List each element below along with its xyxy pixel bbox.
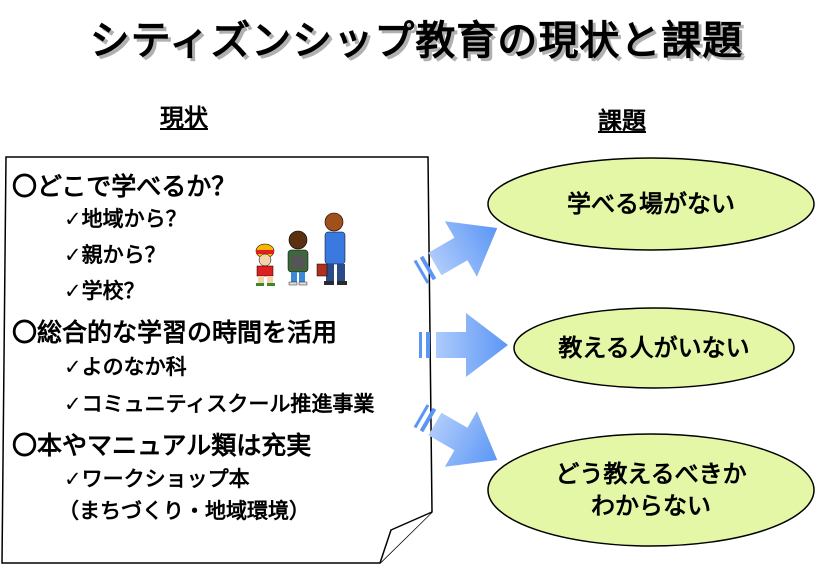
current-item-label: 〇総合的な学習の時間を活用 bbox=[12, 318, 338, 347]
current-subitem: ✓地域から？ bbox=[64, 207, 187, 231]
issue-line: 学べる場がない bbox=[567, 190, 735, 218]
issue-line: 教える人がいない bbox=[558, 334, 750, 362]
issue-oval-2 bbox=[513, 307, 795, 389]
current-subitem: ✓よのなか科 bbox=[64, 355, 187, 379]
children-illustration bbox=[255, 212, 347, 286]
heading-issues: 課題 bbox=[598, 107, 646, 135]
arrow-to-issue-2 bbox=[419, 313, 508, 377]
arrow-to-issue-3 bbox=[413, 404, 498, 467]
current-item-label: 〇どこで学べるか？ bbox=[12, 172, 237, 201]
heading-current: 現状 bbox=[160, 104, 208, 132]
child-middle-figure bbox=[287, 230, 309, 286]
issue-text-2: 教える人がいない bbox=[514, 332, 794, 364]
issue-text-3: どう教えるべきか わからない bbox=[488, 458, 814, 522]
current-subitem: ✓コミュニティスクール推進事業 bbox=[64, 392, 375, 416]
issue-oval-3 bbox=[487, 433, 815, 547]
current-subitem: （まちづくり・地域環境） bbox=[58, 499, 310, 523]
arrow-to-issue-1 bbox=[413, 221, 498, 284]
page-title: シティズンシップ教育の現状と課題 bbox=[89, 18, 744, 64]
current-subitem: ✓ワークショップ本 bbox=[64, 467, 250, 491]
issue-oval-1 bbox=[487, 157, 815, 251]
current-state-document bbox=[1, 156, 433, 564]
current-subitem: ✓学校？ bbox=[64, 279, 145, 303]
issue-text-1: 学べる場がない bbox=[488, 188, 814, 220]
child-small-figure bbox=[255, 243, 275, 286]
child-tall-figure bbox=[316, 212, 347, 285]
current-subitem: ✓親から？ bbox=[64, 243, 166, 267]
current-item-label: 〇本やマニュアル類は充実 bbox=[12, 431, 312, 460]
issue-line: わからない bbox=[591, 492, 711, 520]
issue-line: どう教えるべきか bbox=[555, 460, 747, 488]
